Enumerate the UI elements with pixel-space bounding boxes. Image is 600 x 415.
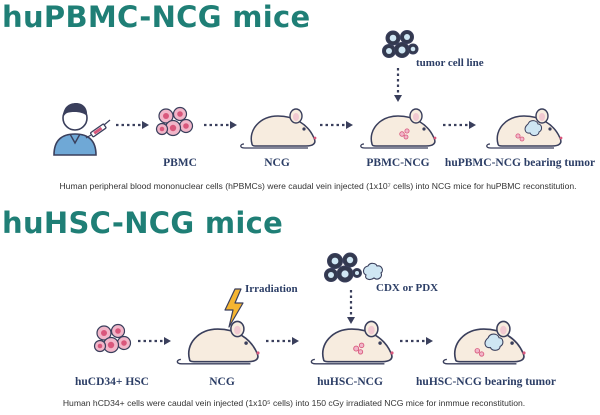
caption-section2: Human hCD34+ cells were caudal vein inje… <box>62 398 526 408</box>
section-title-hupbmc: huPBMC-NCG mice <box>2 0 311 34</box>
irradiation-lightning-icon <box>224 288 244 328</box>
donor-person-icon <box>53 103 111 156</box>
label-ncg-2: NCG <box>209 376 235 388</box>
arrow-4 <box>443 121 476 129</box>
label-hucd34-hsc: huCD34+ HSC <box>75 376 149 388</box>
huhsc-ncg-bearing-tumor-mouse-icon <box>442 320 526 365</box>
hupbmc-ncg-bearing-tumor-mouse-icon <box>486 108 563 149</box>
arrow-1 <box>116 121 149 129</box>
arrow-5 <box>138 337 171 345</box>
cdx-tumor-cells-icon <box>324 252 362 283</box>
section-title-huhsc: huHSC-NCG mice <box>2 206 284 240</box>
arrow-down-tumor <box>394 68 402 102</box>
label-pbmc-ncg: PBMC-NCG <box>366 157 430 169</box>
irradiation-label: Irradiation <box>245 283 298 295</box>
pbmc-cells-icon <box>155 106 194 137</box>
cdx-or-pdx-label: CDX or PDX <box>376 282 439 294</box>
label-hupbmc-ncg-bearing-tumor: huPBMC-NCG bearing tumor <box>444 157 596 169</box>
caption-section1: Human peripheral blood mononuclear cells… <box>59 181 577 191</box>
arrow-2 <box>204 121 237 129</box>
pbmc-ncg-mouse-icon <box>360 108 437 149</box>
label-pbmc: PBMC <box>163 157 197 169</box>
arrow-7 <box>400 337 433 345</box>
tumor-cell-line-label: tumor cell line <box>416 57 484 69</box>
tumor-cell-line-icon <box>382 30 419 58</box>
ncg-irradiated-mouse-icon <box>176 320 260 365</box>
huhsc-ncg-mouse-icon <box>310 320 394 365</box>
arrow-6 <box>266 337 299 345</box>
label-huhsc-ncg: huHSC-NCG <box>317 376 383 388</box>
pdx-tumor-fragment-icon <box>363 262 383 280</box>
ncg-mouse-icon <box>240 108 317 149</box>
arrow-down-cdx <box>347 290 355 324</box>
hsc-cells-icon <box>93 323 132 354</box>
label-huhsc-ncg-bearing-tumor: huHSC-NCG bearing tumor <box>416 376 556 388</box>
arrow-3 <box>320 121 353 129</box>
label-ncg: NCG <box>264 157 290 169</box>
